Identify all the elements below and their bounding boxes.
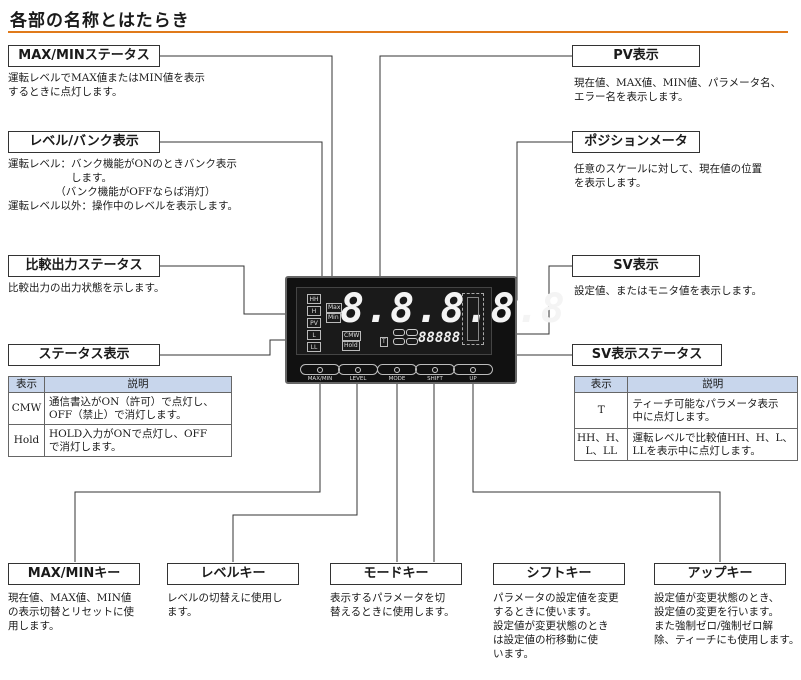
device-key-label: MODE	[388, 376, 406, 382]
device-key-label: SHIFT	[427, 376, 443, 382]
leader-key-level	[232, 372, 358, 562]
table-cell: HOLD入力がONで点灯し、OFF で消灯します。	[44, 424, 232, 457]
key-dot-icon	[432, 367, 438, 373]
leader-maxmin-status	[160, 55, 333, 300]
table-cell: T	[573, 392, 629, 429]
table-cell: ティーチ可能なパラメータ表示 中に点灯します。	[627, 392, 798, 429]
key-up-label: アップキー	[654, 563, 786, 585]
indicator-max: Max	[326, 303, 343, 313]
key-maxmin-label: MAX/MINキー	[8, 563, 140, 585]
indicator-sv-hh	[393, 329, 405, 336]
leader-key-up	[472, 372, 721, 562]
device-key-shift[interactable]	[415, 364, 455, 375]
device-key-level[interactable]	[338, 364, 378, 375]
sv-status-table: 表示 説明 T ティーチ可能なパラメータ表示 中に点灯します。 HH、H、 L、…	[573, 376, 798, 461]
indicator-ll: LL	[307, 342, 321, 352]
sv-seven-segment: 88888	[418, 330, 461, 346]
sv-status-label: SV表示ステータス	[572, 344, 722, 366]
table-row: Hold HOLD入力がONで点灯し、OFF で消灯します。	[8, 424, 232, 457]
indicator-pv: PV	[307, 318, 321, 328]
key-dot-icon	[470, 367, 476, 373]
leader-pv-display	[379, 55, 572, 296]
pv-seven-segment: 8.8.8.8.8	[340, 286, 566, 332]
level-bank-label: レベル/バンク表示	[8, 131, 160, 153]
key-level-label: レベルキー	[167, 563, 299, 585]
sv-display-label: SV表示	[572, 255, 700, 277]
key-dot-icon	[317, 367, 323, 373]
key-dot-icon	[394, 367, 400, 373]
table-header: 表示	[573, 376, 629, 393]
indicator-sv-l	[393, 338, 405, 345]
indicator-sv-h	[406, 329, 418, 336]
table-row: T ティーチ可能なパラメータ表示 中に点灯します。	[573, 392, 798, 429]
status-display-label: ステータス表示	[8, 344, 160, 366]
position-meter	[462, 293, 484, 345]
table-cell: HH、H、 L、LL	[573, 428, 629, 461]
position-meter-bar	[467, 297, 479, 341]
device-key-label: MAX/MIN	[307, 376, 333, 382]
key-level-desc: レベルの切替えに使用し ます。	[167, 592, 283, 618]
title-rule	[8, 31, 788, 33]
maxmin-status-desc: 運転レベルでMAX値またはMIN値を表示 するときに点灯します。	[8, 72, 205, 98]
key-maxmin-desc: 現在値、MAX値、MIN値 の表示切替とリセットに使 用します。	[8, 592, 134, 632]
indicator-t: T	[380, 337, 388, 347]
indicator-l: L	[307, 330, 321, 340]
position-meter-desc: 任意のスケールに対して、現在値の位置 を表示します。	[574, 163, 763, 189]
table-row: CMW 通信書込がON（許可）で点灯し、 OFF（禁止）で消灯します。	[8, 392, 232, 425]
device-key-mode[interactable]	[377, 364, 417, 375]
key-mode-desc: 表示するパラメータを切 替えるときに使用します。	[330, 592, 455, 618]
device-key-label: UP	[469, 376, 477, 382]
page-title: 各部の名称とはたらき	[10, 11, 190, 31]
leader-compare-status	[160, 265, 305, 315]
table-header: 説明	[44, 376, 232, 393]
table-cell: CMW	[8, 392, 45, 425]
table-row: HH、H、 L、LL 運転レベルで比較値HH、H、L、 LLを表示中に点灯します…	[573, 428, 798, 461]
indicator-min: Min	[326, 313, 341, 323]
maxmin-status-label: MAX/MINステータス	[8, 45, 160, 67]
key-mode-label: モードキー	[330, 563, 462, 585]
device-key-maxmin[interactable]	[300, 364, 340, 375]
device-key-up[interactable]	[453, 364, 493, 375]
key-up-desc: 設定値が変更状態のとき、 設定値の変更を行います。 また強制ゼロ/強制ゼロ解 除…	[654, 592, 800, 646]
device-key-label: LEVEL	[349, 376, 367, 382]
indicator-hold: Hold	[342, 341, 360, 351]
position-meter-label: ポジションメータ	[572, 131, 700, 153]
table-cell: Hold	[8, 424, 45, 457]
status-display-table: 表示 説明 CMW 通信書込がON（許可）で点灯し、 OFF（禁止）で消灯します…	[8, 376, 232, 457]
leader-level-bank	[160, 141, 323, 318]
compare-status-label: 比較出力ステータス	[8, 255, 160, 277]
key-shift-desc: パラメータの設定値を変更 するときに使います。 設定値が変更状態のとき は設定値…	[493, 592, 619, 660]
table-cell: 通信書込がON（許可）で点灯し、 OFF（禁止）で消灯します。	[44, 392, 232, 425]
level-bank-desc: 運転レベル：バンク機能がONのときバンク表示 します。 （バンク機能がOFFなら…	[8, 158, 238, 212]
indicator-h: H	[307, 306, 321, 316]
pv-display-desc: 現在値、MAX値、MIN値、パラメータ名、 エラー名を表示します。	[574, 77, 782, 103]
indicator-cmw: CMW	[342, 331, 362, 341]
key-shift-label: シフトキー	[493, 563, 625, 585]
indicator-hh: HH	[307, 294, 321, 304]
pv-display-label: PV表示	[572, 45, 700, 67]
compare-status-desc: 比較出力の出力状態を示します。	[8, 282, 165, 294]
table-header: 説明	[627, 376, 798, 393]
leader-key-maxmin	[74, 372, 321, 562]
key-dot-icon	[355, 367, 361, 373]
sv-display-desc: 設定値、またはモニタ値を表示します。	[574, 285, 762, 297]
table-header: 表示	[8, 376, 45, 393]
indicator-sv-ll	[406, 338, 418, 345]
table-cell: 運転レベルで比較値HH、H、L、 LLを表示中に点灯します。	[627, 428, 798, 461]
